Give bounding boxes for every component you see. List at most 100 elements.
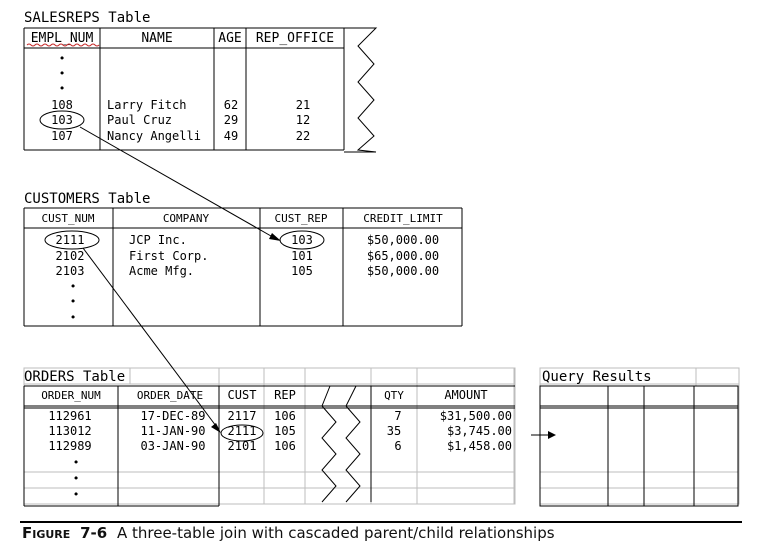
svg-text:$50,000.00: $50,000.00 [367,264,439,278]
table-row: 2102 First Corp. 101 $65,000.00 [56,249,440,263]
ellipsis-dot: • [70,295,77,308]
svg-text:107: 107 [51,129,73,143]
table-row: 103 Paul Cruz 29 12 [51,113,310,127]
arrow-line [79,126,279,241]
svg-text:29: 29 [224,113,238,127]
svg-text:2117: 2117 [228,409,257,423]
svg-text:49: 49 [224,129,238,143]
table-row: 112989 03-JAN-90 2101 106 6 $1,458.00 [48,439,512,453]
table-row: 2103 Acme Mfg. 105 $50,000.00 [56,264,440,278]
svg-text:103: 103 [51,113,73,127]
svg-text:112989: 112989 [48,439,91,453]
header-cust-rep: CUST_REP [275,212,328,225]
svg-text:2111: 2111 [228,424,257,438]
svg-text:Figure 7-6 A three: Figure 7-6 A three-table join with casca… [22,524,555,542]
svg-text:11-JAN-90: 11-JAN-90 [140,424,205,438]
ellipsis-dot: • [70,311,77,324]
svg-text:22: 22 [296,129,310,143]
svg-text:Acme Mfg.: Acme Mfg. [129,264,194,278]
header-empl-num: EMPL_NUM [31,31,94,46]
svg-text:$31,500.00: $31,500.00 [440,409,512,423]
highlight-ellipse [279,230,325,250]
ellipsis-dot: • [59,67,66,80]
svg-text:6: 6 [394,439,401,453]
table-row: 108 Larry Fitch 62 21 [51,98,310,112]
svg-text:2111: 2111 [56,233,85,247]
table-row: 112961 17-DEC-89 2117 106 7 $31,500.00 [48,409,512,423]
caption-number: 7-6 [80,524,107,542]
header-credit-limit: CREDIT_LIMIT [363,212,443,225]
relationship-arrows [79,126,556,439]
svg-text:101: 101 [291,249,313,263]
svg-text:Larry Fitch: Larry Fitch [107,98,186,112]
svg-text:2103: 2103 [56,264,85,278]
svg-text:First Corp.: First Corp. [129,249,208,263]
query-results-table: Query Results [539,367,740,507]
salesreps-title: SALESREPS Table [24,10,150,26]
svg-text:113012: 113012 [48,424,91,438]
svg-text:$1,458.00: $1,458.00 [447,439,512,453]
svg-text:112961: 112961 [48,409,91,423]
spellcheck-underline [26,43,100,47]
torn-edge [345,385,361,503]
svg-text:7: 7 [394,409,401,423]
figure-caption: Figure 7-6 A three-table join with casca… [20,521,742,542]
table-row: 2111 JCP Inc. 103 $50,000.00 [56,233,440,247]
header-order-num: ORDER_NUM [41,389,101,402]
header-order-date: ORDER_DATE [137,389,203,402]
svg-text:$50,000.00: $50,000.00 [367,233,439,247]
svg-text:17-DEC-89: 17-DEC-89 [140,409,205,423]
arrow-head [269,233,281,241]
orders-title: ORDERS Table [24,369,125,385]
svg-text:Paul Cruz: Paul Cruz [107,113,172,127]
highlight-ellipse [39,110,85,130]
header-age: AGE [218,31,241,46]
ellipsis-dot: • [73,472,80,485]
svg-text:103: 103 [291,233,313,247]
customers-table: CUSTOMERS Table CUST_NUM COMPANY CUST_RE… [23,191,463,327]
highlight-ellipse [44,230,100,250]
svg-text:21: 21 [296,98,310,112]
svg-text:Nancy Angelli: Nancy Angelli [107,129,201,143]
header-company: COMPANY [163,212,210,225]
query-results-title: Query Results [542,369,652,385]
ellipsis-dot: • [59,82,66,95]
svg-text:03-JAN-90: 03-JAN-90 [140,439,205,453]
table-row: 107 Nancy Angelli 49 22 [51,129,310,143]
arrow-head [211,423,221,433]
torn-edge [344,27,378,153]
svg-text:12: 12 [296,113,310,127]
svg-text:2101: 2101 [228,439,257,453]
header-rep-office: REP_OFFICE [256,31,334,46]
header-rep: REP [274,388,296,402]
customers-title: CUSTOMERS Table [24,191,150,207]
ellipsis-dot: • [73,488,80,501]
caption-label: Figure [22,524,70,542]
ellipsis-dot: • [70,280,77,293]
svg-text:106: 106 [274,439,296,453]
svg-text:108: 108 [51,98,73,112]
header-name: NAME [141,31,172,46]
table-row: 113012 11-JAN-90 2111 105 35 $3,745.00 [48,424,512,438]
arrow-head [548,431,556,439]
caption-text: A three-table join with cascaded parent/… [117,524,555,542]
header-cust-num: CUST_NUM [42,212,95,225]
arrow-line [82,247,220,431]
svg-text:62: 62 [224,98,238,112]
header-cust: CUST [228,388,257,402]
svg-text:105: 105 [274,424,296,438]
svg-text:$3,745.00: $3,745.00 [447,424,512,438]
svg-text:$65,000.00: $65,000.00 [367,249,439,263]
svg-text:35: 35 [387,424,401,438]
svg-text:JCP Inc.: JCP Inc. [129,233,187,247]
header-qty: QTY [384,389,404,402]
ellipsis-dot: • [73,456,80,469]
salesreps-table: SALESREPS Table EMPL_NUM NAME AGE REP_OF… [23,10,378,153]
header-amount: AMOUNT [444,388,487,402]
ellipsis-dot: • [59,52,66,65]
torn-edge [321,385,337,503]
svg-text:105: 105 [291,264,313,278]
orders-table: ORDERS Table ORDER_NUM ORDER_DATE CUST R… [23,367,516,507]
svg-text:2102: 2102 [56,249,85,263]
